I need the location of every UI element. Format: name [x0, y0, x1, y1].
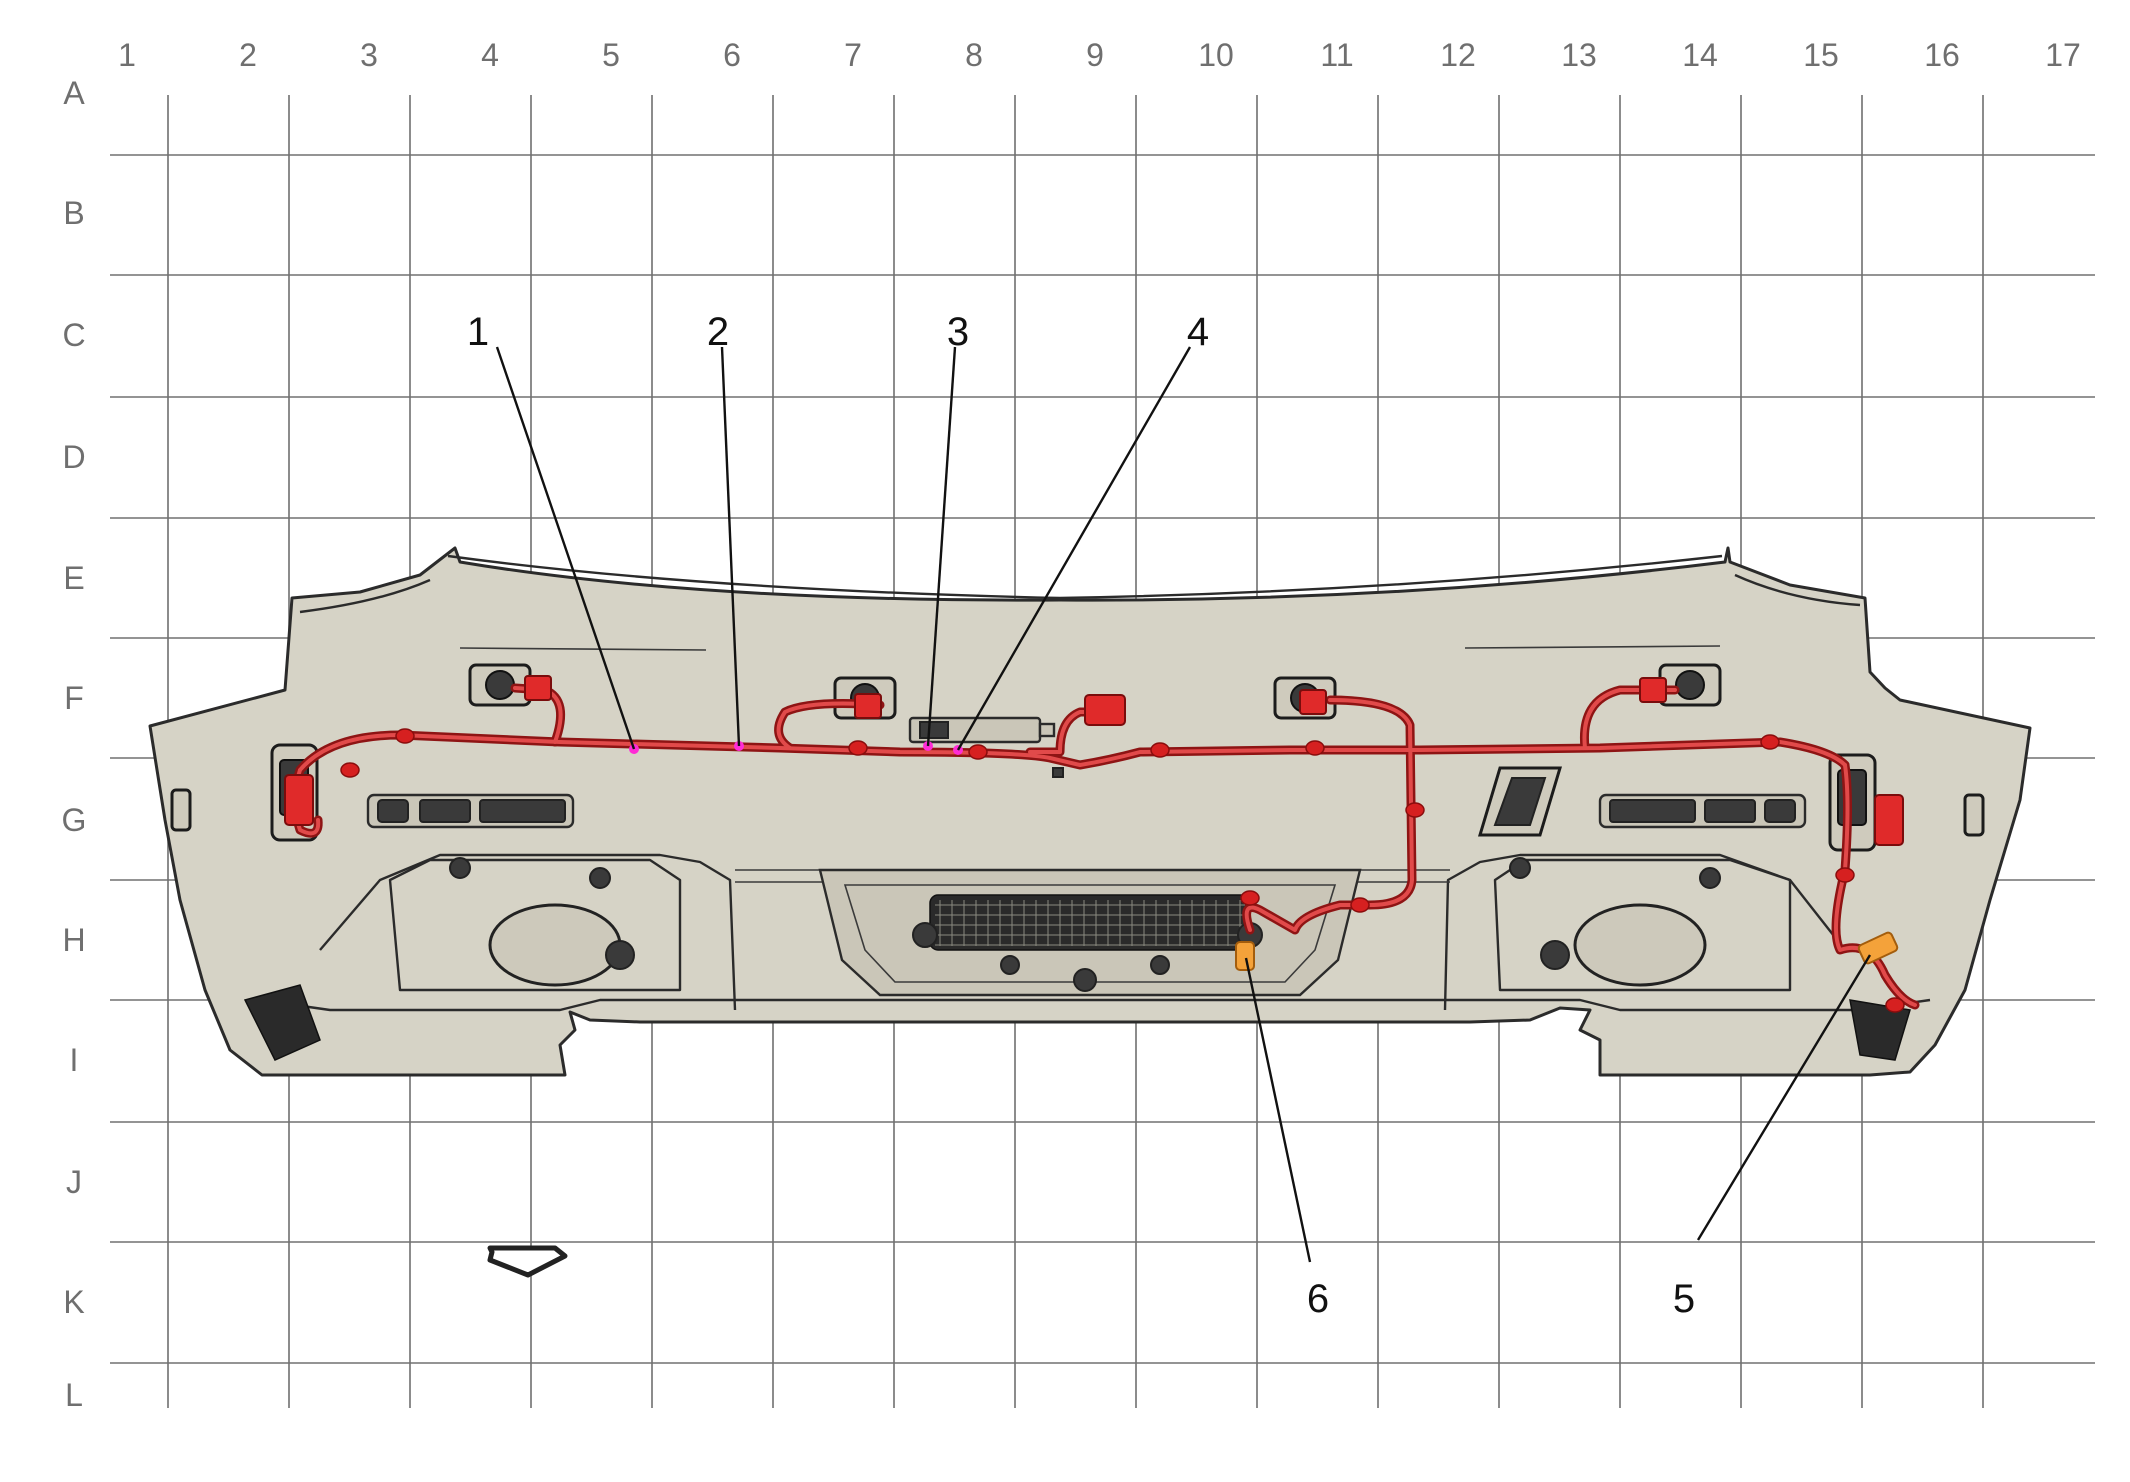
grid-column-label: 11	[1320, 37, 1353, 73]
harness-clip	[1885, 997, 1905, 1013]
center-label-mark	[1052, 767, 1064, 778]
center-bracket	[929, 894, 1251, 951]
callout-leaders	[495, 346, 1872, 1263]
callout-5: 5	[1673, 1277, 1695, 1321]
parking-sensor-icon	[1658, 663, 1722, 707]
bracket-bolt-left	[1000, 955, 1020, 975]
electrical-connector-icon	[1084, 694, 1126, 726]
grid-column-label: 17	[2045, 37, 2081, 73]
highlighted-connector-6	[1235, 941, 1255, 971]
grid-column-label: 13	[1561, 37, 1597, 73]
tow-eye-left	[912, 922, 938, 948]
harness-clips	[340, 728, 1905, 1013]
grid-column-label: 2	[239, 37, 257, 73]
upper-crease-right	[1464, 645, 1721, 649]
bracket-bolt-right	[1150, 955, 1170, 975]
grid-row-label: H	[62, 922, 85, 958]
grid-row-label: B	[63, 195, 84, 231]
grid-row-label: C	[62, 317, 85, 353]
bumper-top-edge	[447, 554, 1723, 600]
electrical-connector-icon	[854, 693, 882, 719]
callout-3: 3	[947, 310, 969, 354]
side-marker-right	[1963, 793, 1985, 837]
grid-row-label: G	[62, 802, 87, 838]
harness-clip	[1760, 734, 1780, 750]
harness-clip	[848, 740, 868, 756]
side-marker-left	[170, 788, 192, 832]
lamp-right-lens	[1573, 903, 1707, 987]
electrical-connector-icon	[524, 675, 552, 701]
grid-column-label: 4	[481, 37, 499, 73]
grid-column-label: 15	[1803, 37, 1839, 73]
harness-clip	[1240, 890, 1260, 906]
sensor-control-module	[908, 716, 1056, 744]
lamp-right	[1493, 857, 1792, 992]
front-direction-arrow-icon	[487, 1245, 568, 1278]
leader-3	[926, 346, 957, 747]
harness-clip	[1405, 802, 1425, 818]
reflector-right	[1598, 793, 1807, 829]
callout-labels: 1 2 3 4 5 6	[467, 310, 1695, 1321]
leader-2	[720, 346, 741, 747]
center-recess-inner	[843, 884, 1337, 983]
harness-clip	[1835, 867, 1855, 883]
grid-row-label: L	[65, 1377, 83, 1413]
harness-clip	[968, 744, 988, 760]
harness-clip	[395, 728, 415, 744]
grid-row-label: F	[64, 680, 84, 716]
lamp-left-lens	[488, 903, 622, 987]
electrical-connector-icon	[284, 774, 314, 826]
harness-clip	[1150, 742, 1170, 758]
electrical-connector-icon	[1299, 689, 1327, 715]
grid-column-label: 9	[1086, 37, 1104, 73]
grid-column-label: 14	[1682, 37, 1718, 73]
corner-bracket-left	[243, 984, 321, 1061]
harness-connectors	[284, 675, 1904, 971]
electrical-connector-icon	[1639, 677, 1667, 703]
grid-column-label: 12	[1440, 37, 1476, 73]
grid-row-labels: A B C D E F G H I J K L	[62, 75, 87, 1413]
grid-row-label: I	[70, 1042, 79, 1078]
center-fastener	[1073, 968, 1097, 992]
leader-4	[956, 346, 1192, 751]
bumper-upper-surface-line-right	[1734, 573, 1861, 607]
grid-row-label: A	[63, 75, 85, 111]
grid-column-label: 6	[723, 37, 741, 73]
callout-1: 1	[467, 310, 489, 354]
leader-6	[1244, 957, 1312, 1263]
grid-column-label: 1	[118, 37, 136, 73]
grid-column-label: 10	[1198, 37, 1234, 73]
grid-row-label: J	[66, 1164, 82, 1200]
callout-6: 6	[1307, 1277, 1329, 1321]
grid-column-label: 8	[965, 37, 983, 73]
leader-5	[1696, 954, 1872, 1241]
reflector-left	[366, 793, 575, 829]
electrical-connector-icon	[1874, 794, 1904, 846]
upper-crease-left	[459, 647, 707, 651]
wiring-harness	[290, 683, 1920, 1010]
harness-clip	[1350, 897, 1370, 913]
rear-bumper	[148, 546, 2032, 1077]
callout-2: 2	[707, 310, 729, 354]
parking-sensor-icon	[468, 663, 532, 707]
lower-valance-line	[259, 998, 1931, 1012]
grid-column-label: 5	[602, 37, 620, 73]
grid-column-label: 7	[844, 37, 862, 73]
callout-4: 4	[1187, 310, 1209, 354]
grid-row-label: K	[63, 1284, 84, 1320]
lamp-left	[388, 857, 682, 992]
grid-column-label: 16	[1924, 37, 1960, 73]
harness-clip	[340, 762, 360, 778]
bumper-upper-surface-line	[299, 578, 431, 614]
grid-column-label: 3	[360, 37, 378, 73]
grid-row-label: D	[62, 439, 85, 475]
center-bracket-mesh	[935, 900, 1245, 946]
lower-diffuser-outline	[319, 853, 737, 1011]
harness-clip	[1305, 740, 1325, 756]
leader-1	[495, 346, 636, 750]
grid-row-label: E	[63, 560, 84, 596]
